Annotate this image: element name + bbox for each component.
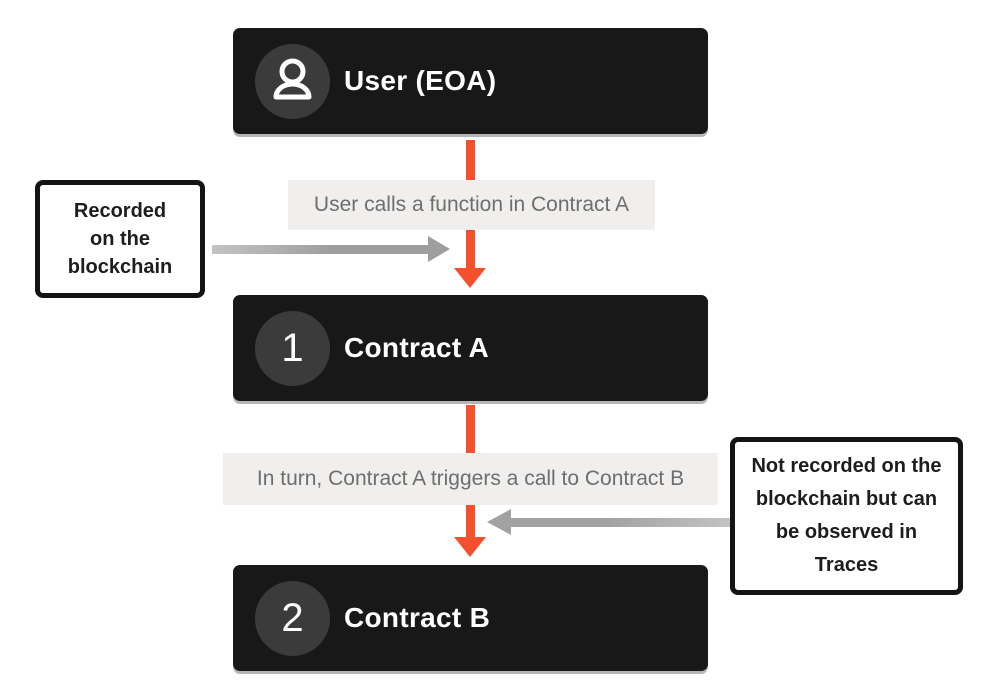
arrow-head bbox=[428, 236, 450, 262]
node-title: Contract B bbox=[344, 602, 491, 633]
step-2-badge: 2 bbox=[255, 580, 330, 656]
arrow-head bbox=[454, 537, 486, 557]
note-line: Not recorded on the bbox=[751, 455, 942, 477]
node-user-eoa: User (EOA) bbox=[233, 28, 708, 134]
arrow-shaft bbox=[212, 244, 429, 254]
note-line: Recorded bbox=[73, 200, 167, 222]
person-icon bbox=[273, 58, 312, 99]
note-recorded-on-blockchain: Recorded on the blockchain bbox=[35, 180, 205, 298]
arrow-right-icon bbox=[212, 236, 450, 262]
node-title: User (EOA) bbox=[344, 65, 497, 96]
note-line: be observed in bbox=[775, 521, 918, 543]
node-contract-b: 2 Contract B bbox=[233, 565, 708, 671]
edge-label-a-to-b: In turn, Contract A triggers a call to C… bbox=[223, 453, 718, 505]
arrow-shaft bbox=[510, 517, 730, 527]
note-not-recorded-traces: Not recorded on the blockchain but can b… bbox=[730, 437, 963, 595]
user-avatar-badge bbox=[255, 43, 330, 119]
arrow-left-icon bbox=[487, 509, 730, 535]
note-line: Traces bbox=[814, 554, 879, 576]
note-line: blockchain bbox=[67, 256, 173, 278]
node-contract-a: 1 Contract A bbox=[233, 295, 708, 401]
node-title: Contract A bbox=[344, 332, 490, 363]
arrow-head bbox=[454, 268, 486, 288]
step-1-badge: 1 bbox=[255, 310, 330, 386]
note-line: on the bbox=[90, 228, 150, 250]
arrow-head bbox=[487, 509, 511, 535]
edge-label-user-to-a: User calls a function in Contract A bbox=[288, 180, 655, 230]
note-line: blockchain but can bbox=[755, 488, 938, 510]
